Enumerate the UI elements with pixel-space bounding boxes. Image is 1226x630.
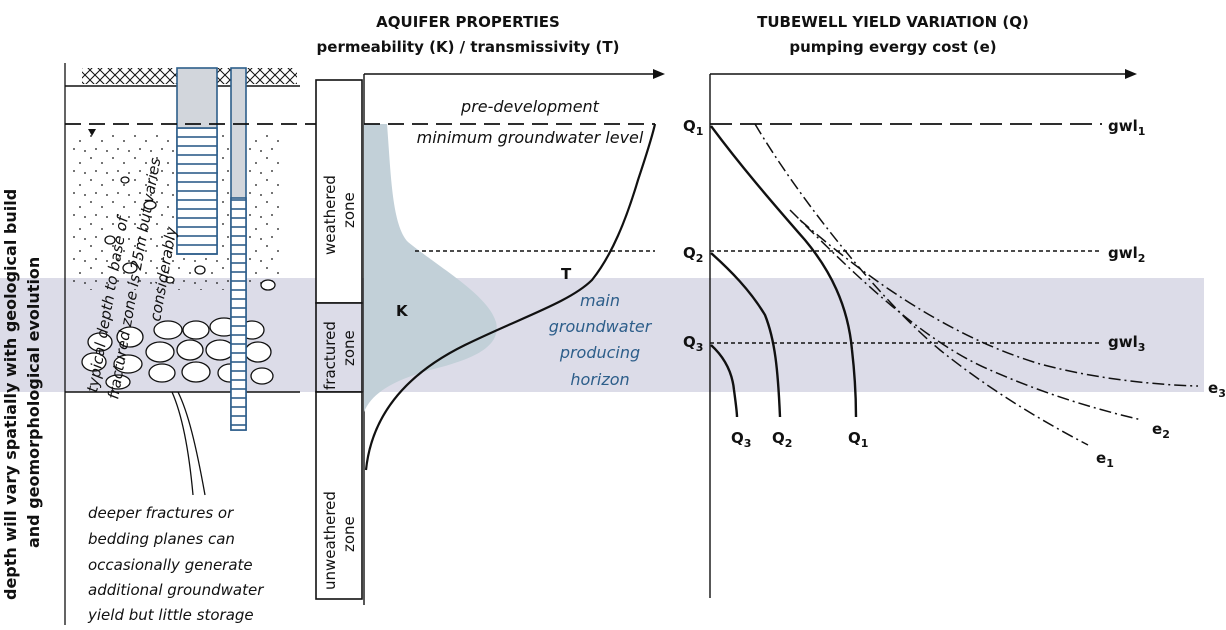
t-transmissivity-curve	[364, 123, 657, 471]
fractured-zone-label-line2: zone	[340, 330, 358, 366]
yield-title: TUBEWELL YIELD VARIATION (Q)	[757, 13, 1029, 31]
horizon-label-line4: horizon	[570, 370, 629, 389]
weathered-zone-box	[315, 79, 363, 304]
aquifer-title: AQUIFER PROPERTIES	[376, 13, 560, 31]
q2-axis-label: Q2	[683, 244, 703, 265]
q2-yield-curve	[710, 252, 782, 418]
aquifer-properties-panel: AQUIFER PROPERTIES permeability (K) / tr…	[317, 13, 665, 605]
q3-axis-label: Q3	[683, 333, 703, 354]
q2-curve-label: Q2	[772, 429, 792, 450]
fractured-zone-box	[315, 302, 363, 393]
deep-note-line3: occasionally generate	[88, 556, 253, 574]
k-permeability-curve	[364, 124, 497, 412]
tubewell-yield-panel: TUBEWELL YIELD VARIATION (Q) pumping eve…	[683, 13, 1226, 598]
gwl2-label: gwl2	[1108, 244, 1145, 265]
e3-cost-curve	[799, 219, 1199, 387]
q3-curve-label: Q3	[731, 429, 751, 450]
deep-fracture-branch	[177, 391, 206, 496]
yield-subtitle: pumping evergy cost (e)	[789, 38, 996, 56]
q3-yield-curve	[710, 344, 739, 418]
yield-x-axis-arrow-icon	[1125, 69, 1137, 79]
k-label: K	[396, 302, 409, 320]
aquifer-x-axis-arrow-icon	[653, 69, 665, 79]
fractured-rock-boulders	[81, 176, 276, 390]
q1-curve-label: Q1	[848, 429, 868, 450]
deep-note-line2: bedding planes can	[88, 530, 235, 548]
e2-cost-curve	[789, 209, 1143, 421]
deep-note-line5: yield but little storage	[87, 606, 254, 624]
deep-fracture	[171, 391, 194, 496]
weathered-dots	[70, 130, 280, 290]
depth-variation-label-line1: depth will vary spatially with geologica…	[1, 189, 20, 600]
weathered-zone-label-line2: zone	[340, 192, 358, 228]
e1-label: e1	[1096, 449, 1114, 470]
q1-axis-label: Q1	[683, 117, 703, 138]
unweathered-zone-box	[315, 391, 363, 600]
zone-column: weathered zone fractured zone unweathere…	[315, 79, 363, 600]
dug-well-screen	[176, 127, 218, 255]
unweathered-zone-label-line2: zone	[340, 516, 358, 552]
deep-note-line4: additional groundwater	[88, 581, 264, 599]
deep-note-line1: deeper fractures or	[88, 504, 234, 522]
gwl1-label: gwl1	[1108, 117, 1145, 138]
t-label: T	[561, 265, 572, 283]
pre-development-label-line1: pre-development	[460, 97, 600, 116]
horizon-label-line3: producing	[559, 343, 640, 362]
borehole-screen	[230, 197, 247, 431]
aquifer-subtitle: permeability (K) / transmissivity (T)	[317, 38, 620, 56]
weathered-zone-label-line1: weathered	[321, 175, 339, 255]
water-table-marker-icon	[88, 129, 96, 136]
gwl3-label: gwl3	[1108, 333, 1145, 354]
unweathered-zone-label-line1: unweathered	[321, 491, 339, 590]
pre-development-label-line2: minimum groundwater level	[417, 128, 644, 147]
depth-variation-label-line2: and geomorphological evolution	[24, 257, 43, 548]
horizon-label-line2: groundwater	[549, 317, 653, 336]
fractured-zone-label-line1: fractured	[321, 321, 339, 390]
horizon-label-line1: main	[580, 291, 620, 310]
e3-label: e3	[1208, 379, 1226, 400]
q1-yield-curve	[710, 125, 858, 418]
e2-label: e2	[1152, 420, 1170, 441]
